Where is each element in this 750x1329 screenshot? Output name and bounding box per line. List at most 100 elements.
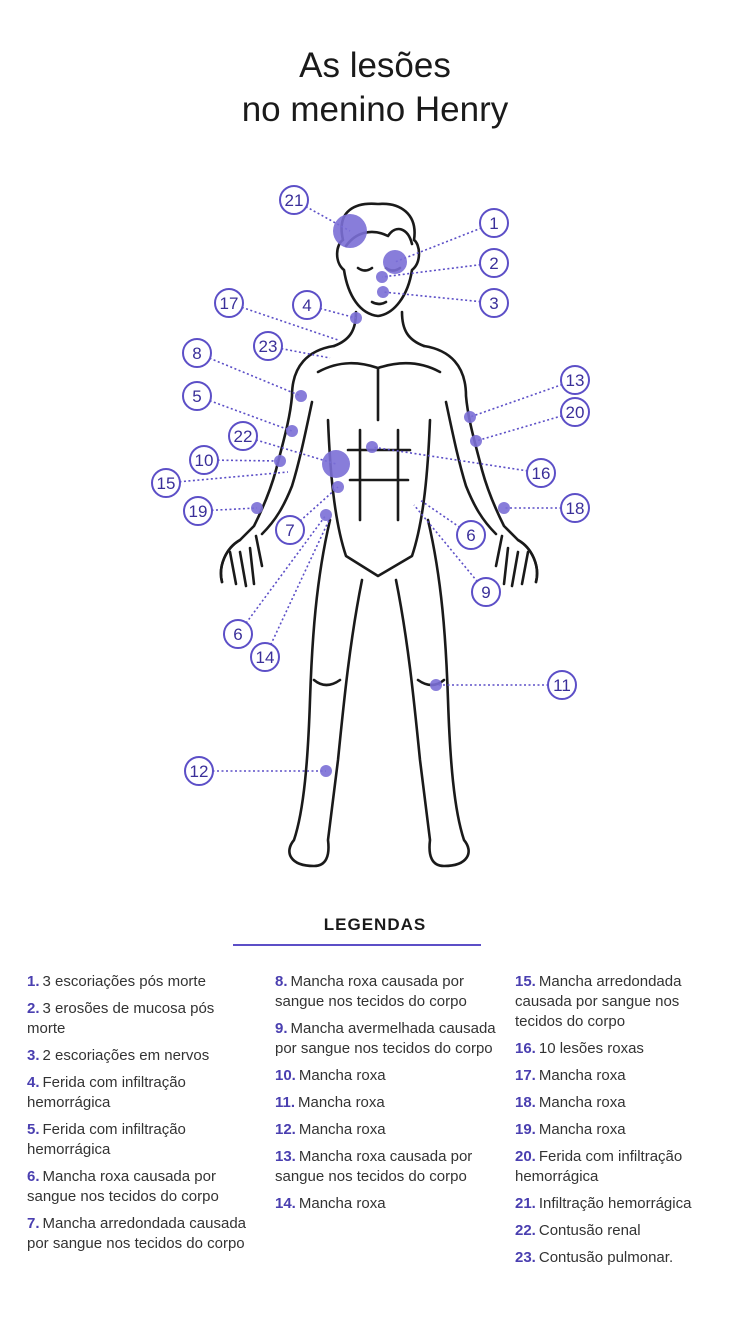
marker-badge: 10 xyxy=(189,445,219,475)
lesion-dot xyxy=(350,312,362,324)
marker-number: 2 xyxy=(489,254,498,273)
marker-badge: 23 xyxy=(253,331,283,361)
marker-ring xyxy=(182,381,212,411)
marker-badge: 5 xyxy=(182,381,212,411)
marker-ring xyxy=(560,365,590,395)
marker-badge: 14 xyxy=(250,642,280,672)
marker-ring xyxy=(479,248,509,278)
leader-line xyxy=(469,379,576,418)
marker-badge: 7 xyxy=(275,515,305,545)
legend-item: 1.3 escoriações pós morte xyxy=(27,973,206,990)
marker-badge: 17 xyxy=(214,288,244,318)
lesion-dot xyxy=(274,455,286,467)
inner-arm-left xyxy=(260,400,314,536)
title-line-1: As lesões xyxy=(299,46,451,85)
lesion-marks xyxy=(251,214,510,777)
legend-item: 17.Mancha roxa xyxy=(515,1067,626,1084)
lesion-dot xyxy=(251,502,263,514)
marker-badge: 4 xyxy=(292,290,322,320)
eye-left xyxy=(356,266,374,272)
lesion-dot xyxy=(430,679,442,691)
legend-item: 20.Ferida com infiltração hemorrágica xyxy=(515,1148,683,1185)
marker-badge: 19 xyxy=(183,496,213,526)
marker-number: 21 xyxy=(285,191,304,210)
lesion-dot xyxy=(322,450,350,478)
marker-ring xyxy=(151,468,181,498)
legend-item: 5.Ferida com infiltração hemorrágica xyxy=(27,1121,186,1158)
marker-ring xyxy=(479,288,509,318)
marker-badge: 15 xyxy=(151,468,181,498)
legend-item: 10.Mancha roxa xyxy=(275,1067,386,1084)
marker-ring xyxy=(189,445,219,475)
marker-number: 9 xyxy=(481,583,490,602)
leader-line xyxy=(228,302,339,341)
marker-number: 22 xyxy=(234,427,253,446)
legend-item: 8.Mancha roxa causada por sangue nos tec… xyxy=(275,973,467,1010)
legend-item: 6.Mancha roxa causada por sangue nos tec… xyxy=(27,1168,219,1205)
legend-item: 16.10 lesões roxas xyxy=(515,1040,644,1057)
lesion-dot xyxy=(376,271,388,283)
marker-badge: 16 xyxy=(526,458,556,488)
marker-badge: 21 xyxy=(279,185,309,215)
marker-number: 11 xyxy=(553,676,571,695)
marker-badge: 12 xyxy=(184,756,214,786)
lesion-dot xyxy=(470,435,482,447)
legend-item: 18.Mancha roxa xyxy=(515,1094,626,1111)
page-title: As lesões no menino Henry xyxy=(0,44,750,132)
marker-ring xyxy=(479,208,509,238)
marker-ring xyxy=(471,577,501,607)
legend-item: 21.Infiltração hemorrágica xyxy=(515,1195,692,1212)
marker-number: 3 xyxy=(489,294,498,313)
marker-badge: 6 xyxy=(456,520,486,550)
marker-number: 19 xyxy=(189,502,208,521)
marker-number: 16 xyxy=(532,464,551,483)
legend-heading: LEGENDAS xyxy=(323,915,427,934)
leader-line xyxy=(264,517,331,658)
marker-number: 1 xyxy=(489,214,498,233)
lesion-dot xyxy=(366,441,378,453)
legend-item: 12.Mancha roxa xyxy=(275,1121,386,1138)
marker-badge: 13 xyxy=(560,365,590,395)
legend-rule xyxy=(233,944,481,946)
abdomen xyxy=(326,418,432,578)
lesion-dot xyxy=(320,509,332,521)
leader-line xyxy=(371,446,542,474)
marker-badge: 11 xyxy=(547,670,577,700)
marker-number: 4 xyxy=(302,296,311,315)
legend-column-3: 15.Mancha arredondada causada por sangue… xyxy=(515,972,725,1275)
lesion-dot xyxy=(332,481,344,493)
mouth xyxy=(370,300,388,306)
marker-number: 6 xyxy=(233,625,242,644)
marker-number: 17 xyxy=(220,294,239,313)
marker-badge: 1 xyxy=(479,208,509,238)
marker-badge: 8 xyxy=(182,338,212,368)
marker-number: 6 xyxy=(466,526,475,545)
legend-item: 15.Mancha arredondada causada por sangue… xyxy=(515,973,682,1030)
marker-number: 20 xyxy=(566,403,585,422)
lesion-dot xyxy=(320,765,332,777)
marker-number: 12 xyxy=(190,762,209,781)
legend-column-2: 8.Mancha roxa causada por sangue nos tec… xyxy=(275,972,500,1221)
leader-line xyxy=(413,504,487,593)
inner-arm-right xyxy=(444,400,498,536)
marker-number: 5 xyxy=(192,387,201,406)
leader-lines xyxy=(165,199,576,772)
legend-item: 3.2 escoriações em nervos xyxy=(27,1047,210,1064)
marker-ring xyxy=(275,515,305,545)
marker-ring xyxy=(183,496,213,526)
legend-item: 2.3 erosões de mucosa pós morte xyxy=(27,1000,215,1037)
lesion-dot xyxy=(295,390,307,402)
leader-line xyxy=(196,352,302,397)
legend-item: 7.Mancha arredondada causada por sangue … xyxy=(27,1215,246,1252)
legend-item: 23.Contusão pulmonar. xyxy=(515,1249,674,1266)
leader-line xyxy=(203,459,281,462)
legend-item: 4.Ferida com infiltração hemorrágica xyxy=(27,1074,186,1111)
marker-ring xyxy=(560,493,590,523)
marker-number: 15 xyxy=(157,474,176,493)
marker-ring xyxy=(526,458,556,488)
marker-number: 23 xyxy=(259,337,278,356)
marker-ring xyxy=(228,421,258,451)
legend-column-1: 1.3 escoriações pós morte 2.3 erosões de… xyxy=(27,972,252,1261)
leader-line xyxy=(394,222,495,263)
